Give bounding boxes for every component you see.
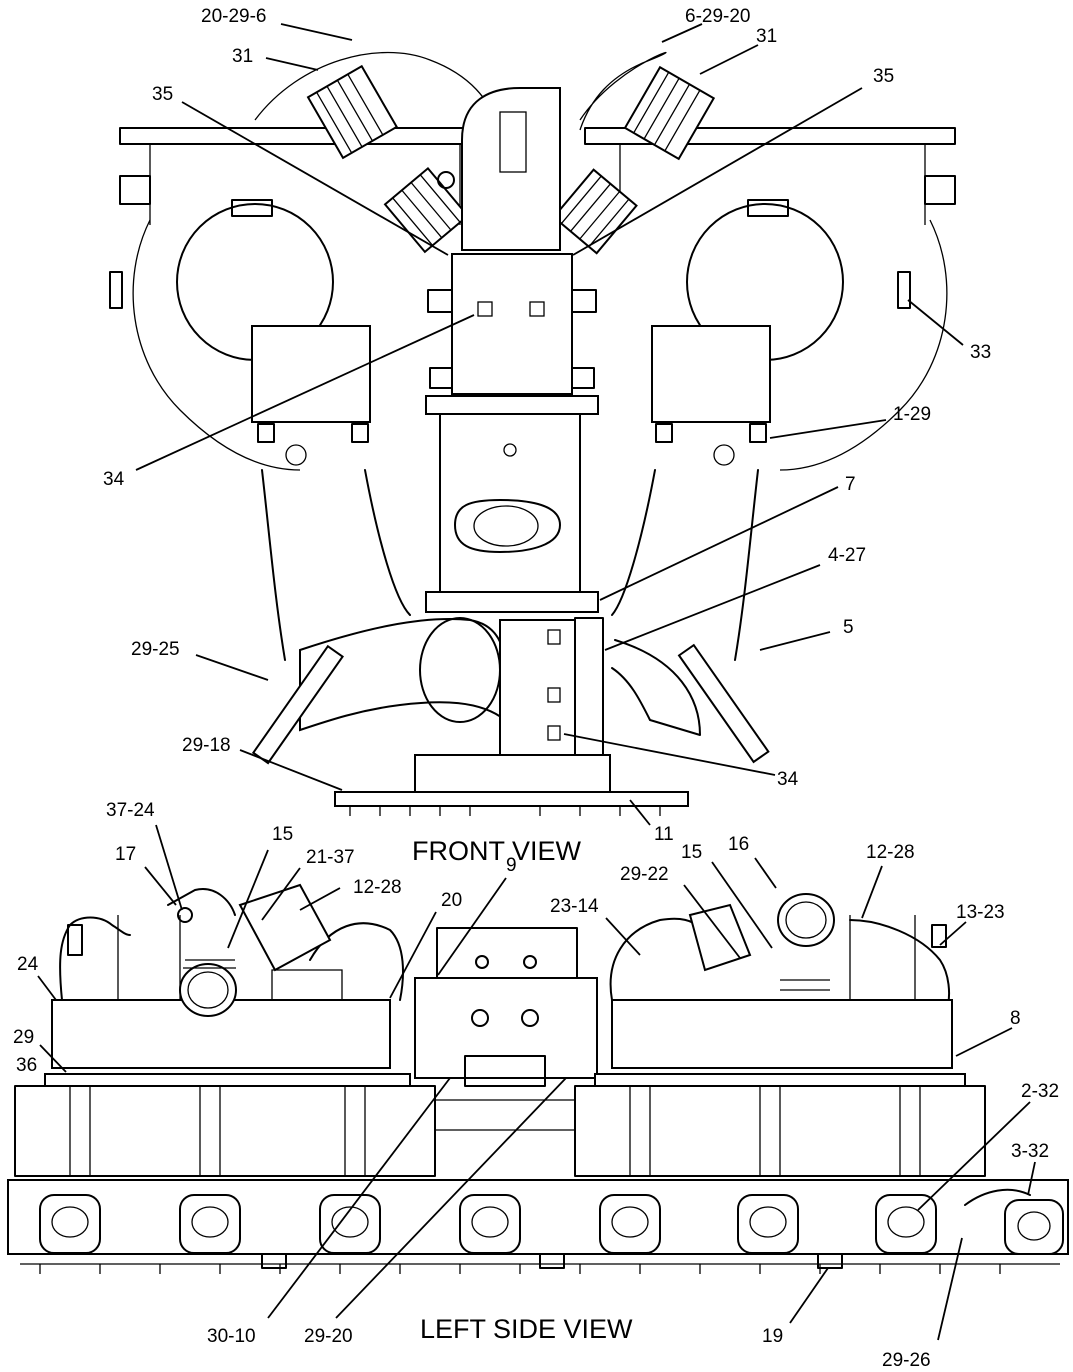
callout-11: 11 bbox=[654, 824, 674, 845]
callout-13-23: 13-23 bbox=[956, 902, 1005, 923]
callout-12-28-right: 12-28 bbox=[866, 842, 915, 863]
callout-5: 5 bbox=[843, 617, 854, 638]
callout-29-25: 29-25 bbox=[131, 639, 180, 660]
callout-31-right: 31 bbox=[756, 26, 777, 47]
callout-8: 8 bbox=[1010, 1008, 1021, 1029]
leader-lines bbox=[37, 23, 1036, 1341]
side-view-title: LEFT SIDE VIEW bbox=[420, 1314, 633, 1344]
callout-23-14: 23-14 bbox=[550, 896, 599, 917]
callout-24: 24 bbox=[17, 954, 39, 975]
callout-35-right: 35 bbox=[873, 66, 894, 87]
callout-labels: 20-29-6 6-29-20 31 31 35 35 33 1-29 34 7… bbox=[13, 6, 1059, 1371]
callout-34-lower: 34 bbox=[777, 769, 799, 790]
side-view-drawing bbox=[7, 883, 1069, 1274]
front-view-drawing bbox=[109, 51, 956, 816]
callout-29: 29 bbox=[13, 1027, 34, 1048]
front-view-title: FRONT VIEW bbox=[412, 836, 582, 866]
callout-20: 20 bbox=[441, 890, 462, 911]
callout-29-26: 29-26 bbox=[882, 1350, 931, 1371]
callout-3-32: 3-32 bbox=[1011, 1141, 1049, 1162]
callout-29-22: 29-22 bbox=[620, 864, 669, 885]
callout-15-left: 15 bbox=[272, 824, 293, 845]
callout-36: 36 bbox=[16, 1055, 37, 1076]
callout-12-28-left: 12-28 bbox=[353, 877, 402, 898]
callout-7: 7 bbox=[845, 474, 856, 495]
callout-17: 17 bbox=[115, 844, 136, 865]
callout-4-27: 4-27 bbox=[828, 545, 866, 566]
callout-9: 9 bbox=[506, 855, 517, 876]
callout-37-24: 37-24 bbox=[106, 800, 155, 821]
callout-19: 19 bbox=[762, 1326, 783, 1347]
callout-2-32: 2-32 bbox=[1021, 1081, 1059, 1102]
callout-35-left: 35 bbox=[152, 84, 173, 105]
callout-31-left: 31 bbox=[232, 46, 253, 67]
callout-1-29: 1-29 bbox=[893, 404, 931, 425]
callout-20-29-6: 20-29-6 bbox=[201, 6, 267, 27]
callout-33: 33 bbox=[970, 342, 991, 363]
callout-30-10: 30-10 bbox=[207, 1326, 256, 1347]
callout-16: 16 bbox=[728, 834, 749, 855]
callout-6-29-20: 6-29-20 bbox=[685, 6, 751, 27]
callout-29-18: 29-18 bbox=[182, 735, 231, 756]
callout-29-20: 29-20 bbox=[304, 1326, 353, 1347]
callout-34-upper: 34 bbox=[103, 469, 125, 490]
callout-15-right: 15 bbox=[681, 842, 702, 863]
callout-21-37: 21-37 bbox=[306, 847, 355, 868]
